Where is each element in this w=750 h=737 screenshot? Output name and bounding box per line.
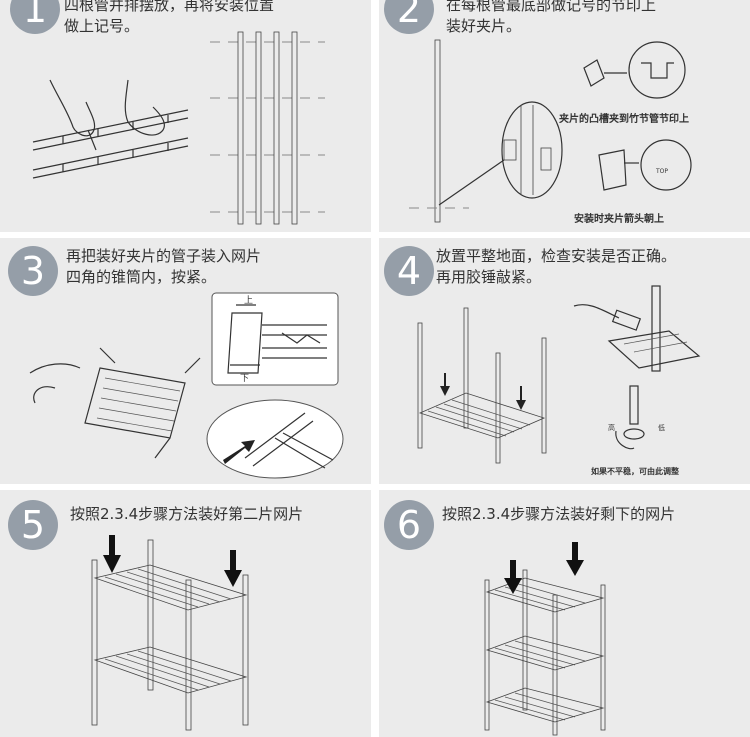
step-2-title-line-1: 在每根管最底部做记号的节印上: [446, 0, 656, 16]
step-3-number: 3: [8, 246, 58, 296]
step-1-number: 1: [10, 0, 60, 34]
step-3-shelf-illustration: [25, 343, 215, 453]
step-3-insert-detail: [205, 398, 345, 480]
step-4-panel: 4 放置平整地面，检查安装是否正确。 再用胶锤敲紧。: [379, 238, 750, 484]
step-6-title: 按照2.3.4步骤方法装好剩下的网片: [442, 504, 675, 525]
step-1-panel: 1 四根管并排摆放，再将安装位置 做上记号。: [0, 0, 371, 232]
step-1-title-line-1: 四根管并排摆放，再将安装位置: [64, 0, 274, 16]
step-2-clip-detail-top: [579, 38, 699, 113]
step-3-label-top: 上: [244, 295, 253, 306]
step-2-title-line-2: 装好夹片。: [446, 16, 521, 37]
step-5-number: 5: [8, 500, 58, 550]
step-6-number: 6: [384, 500, 434, 550]
step-4-foot-adjuster: 高 低: [614, 386, 694, 456]
step-4-caption: 如果不平稳，可由此调整: [591, 466, 679, 477]
step-4-label-low: 低: [658, 423, 665, 432]
step-3-title-line-2: 四角的锥筒内，按紧。: [66, 267, 216, 288]
step-5-rack-illustration: [88, 535, 258, 735]
step-4-title-line-1: 放置平整地面，检查安装是否正确。: [436, 246, 676, 267]
step-3-title-line-1: 再把装好夹片的管子装入网片: [66, 246, 261, 267]
step-4-number: 4: [384, 246, 434, 296]
step-1-marking-illustration: [28, 72, 198, 192]
step-2-number: 2: [384, 0, 434, 34]
step-4-rack-illustration: [414, 308, 554, 463]
step-6-rack-illustration: [481, 540, 611, 735]
step-5-panel: 5 按照2.3.4步骤方法装好第二片网片: [0, 490, 371, 737]
step-4-label-high: 高: [608, 423, 615, 432]
step-3-label-bottom: 下: [240, 374, 249, 384]
step-2-clip-detail-bottom: TOP: [594, 135, 704, 205]
step-2-caption-2: 安装时夹片箭头朝上: [574, 210, 664, 225]
step-2-panel: 2 在每根管最底部做记号的节印上 装好夹片。 夹片的凸槽夹到竹节管节印上 TOP: [379, 0, 750, 232]
step-2-tube-clip-illustration: [409, 40, 569, 225]
step-4-title-line-2: 再用胶锤敲紧。: [436, 267, 541, 288]
step-3-cone-detail: 上 下: [212, 293, 338, 385]
step-1-title-line-2: 做上记号。: [64, 16, 139, 37]
step-1-tubes-illustration: [210, 30, 330, 230]
step-3-panel: 3 再把装好夹片的管子装入网片 四角的锥筒内，按紧。 上 下: [0, 238, 371, 484]
step-4-hammer-illustration: [569, 286, 704, 376]
step-5-title: 按照2.3.4步骤方法装好第二片网片: [70, 504, 303, 525]
step-6-panel: 6 按照2.3.4步骤方法装好剩下的网片: [379, 490, 750, 737]
step-2-top-tag: TOP: [655, 168, 668, 175]
step-2-caption-1: 夹片的凸槽夹到竹节管节印上: [559, 110, 689, 125]
